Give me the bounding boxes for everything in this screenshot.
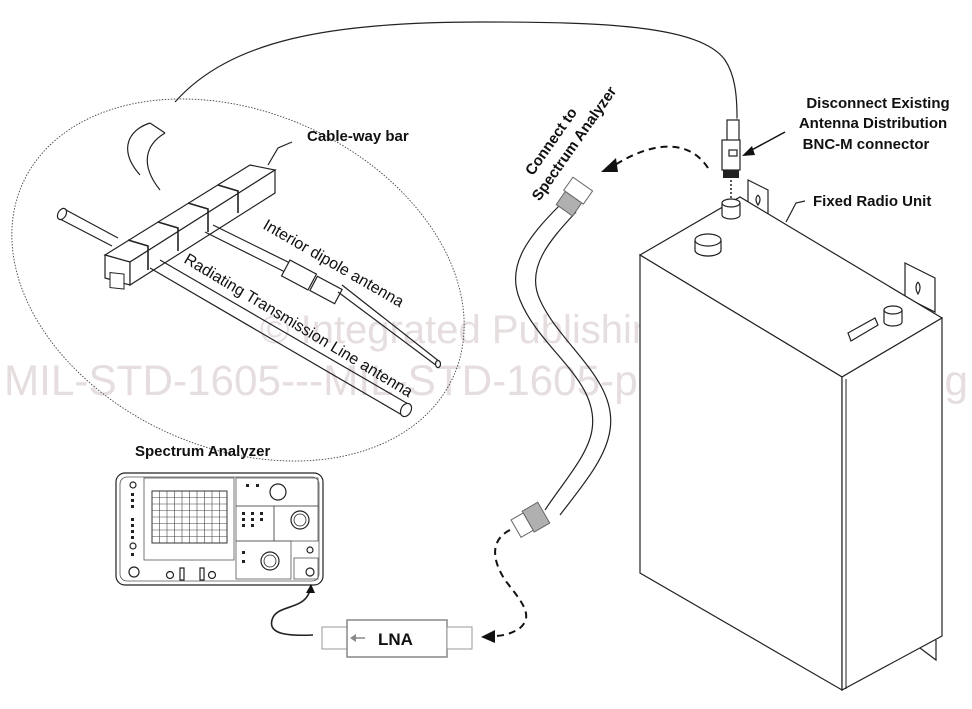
watermark-line1: © Integrated Publishing: [260, 308, 676, 352]
lna-output-connector: [321, 626, 348, 650]
label-cable-way-bar: Cable-way bar: [307, 128, 409, 145]
analyzer-screen-bezel: [143, 477, 235, 561]
bnc-connector-top: [555, 176, 594, 217]
label-disconnect-line3: BNC-M connector: [803, 136, 930, 153]
analyzer-graticule: [152, 491, 227, 543]
analyzer-rf-input-panel: [293, 557, 319, 580]
lna-input-connector: [446, 626, 473, 650]
radiating-transmission-line-antenna: [149, 267, 403, 416]
antenna-assembly: [56, 122, 442, 418]
arrowhead-disconnect: [742, 146, 755, 156]
arrow-disconnect-line: [747, 131, 786, 153]
label-fixed-radio-unit: Fixed Radio Unit: [813, 193, 931, 210]
lna-amplifier: LNA: [321, 619, 473, 658]
interior-dipole-antenna: [204, 224, 442, 369]
analyzer-rf-input-jack[interactable]: [305, 567, 315, 577]
label-spectrum-analyzer: Spectrum Analyzer: [135, 443, 270, 460]
label-disconnect-line2: Antenna Distribution: [799, 115, 947, 132]
label-disconnect-line1: Disconnect Existing: [806, 95, 949, 112]
arrowhead-analyzer-input: [306, 584, 315, 593]
arrowhead-reconnect: [601, 158, 618, 172]
dashed-arrow-to-lna: [492, 529, 528, 637]
leader-fixed-radio-unit: [785, 200, 806, 223]
label-connect-to-analyzer: Connect to Spectrum Analyzer: [522, 83, 620, 204]
arrowhead-to-lna: [481, 630, 495, 643]
existing-bnc-m-connector: [721, 118, 741, 200]
lna-label: LNA: [378, 630, 413, 649]
spectrum-analyzer: [115, 472, 324, 586]
antenna-region-ellipse: [11, 98, 465, 462]
dashed-arrow-reconnect: [614, 145, 709, 169]
lna-to-analyzer-cable: [270, 588, 314, 637]
test-cable: [510, 176, 612, 538]
bnc-connector-bottom: [510, 501, 551, 538]
antenna-feed-cable: [174, 21, 738, 119]
fixed-radio-unit: [638, 179, 944, 692]
